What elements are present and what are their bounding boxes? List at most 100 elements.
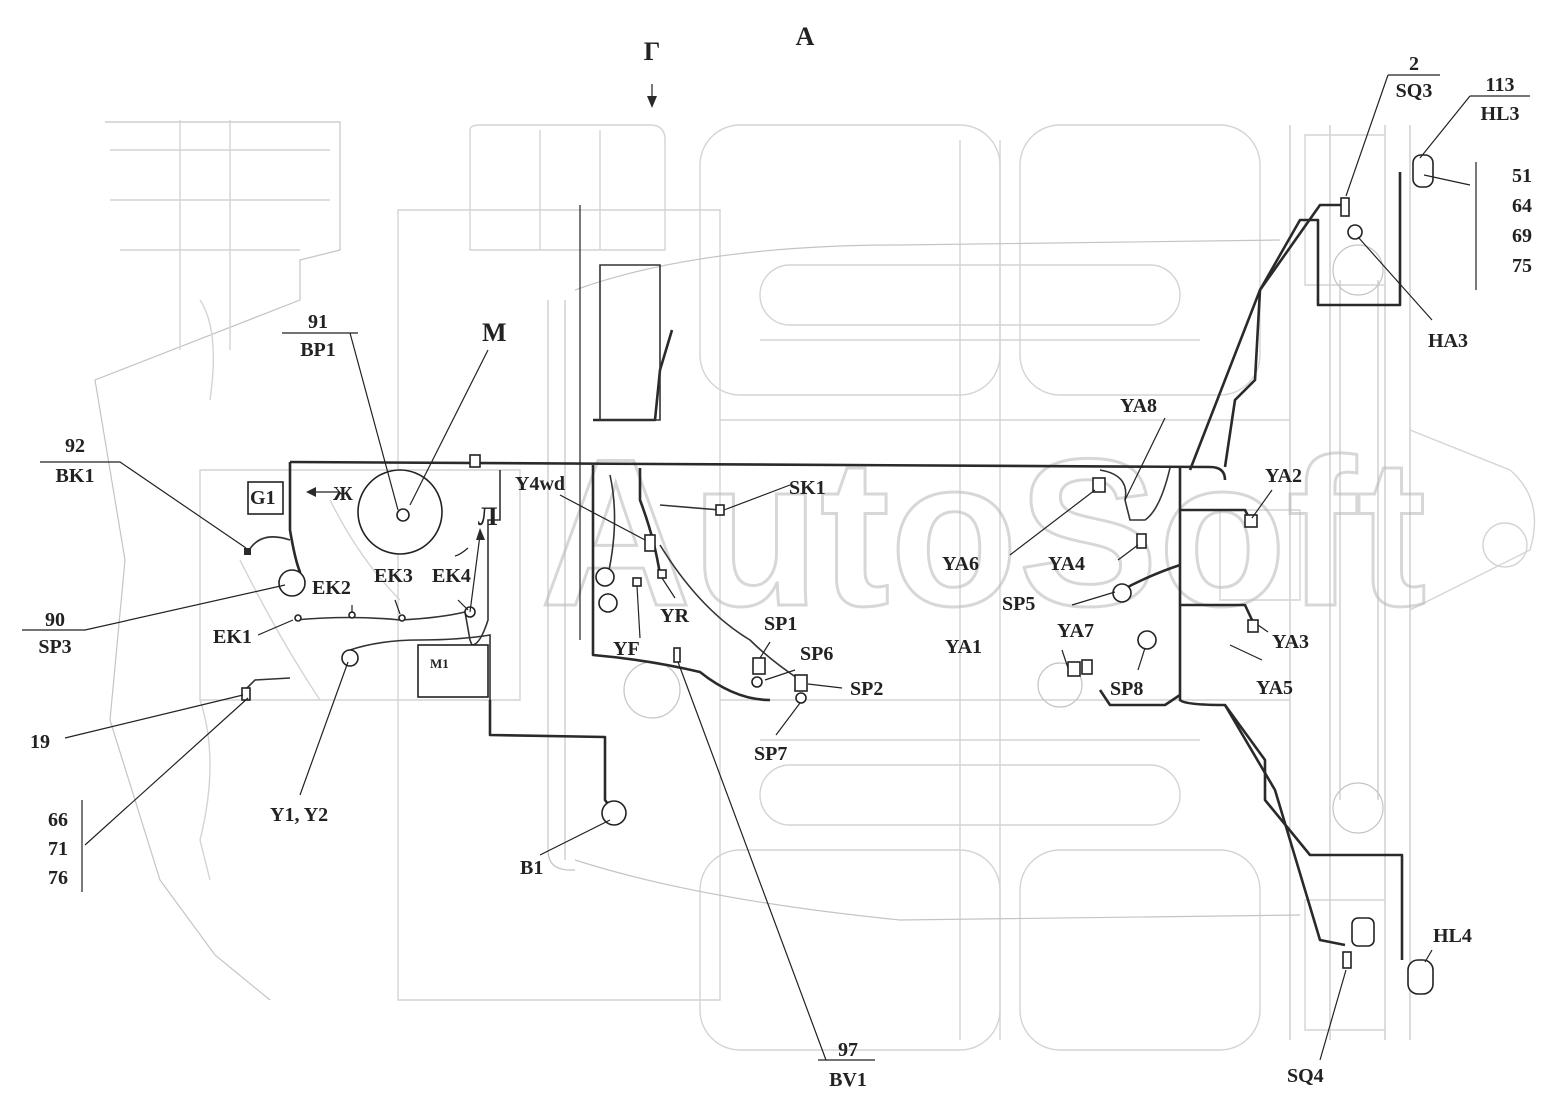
leader-sp8 — [1137, 647, 1146, 671]
label-bp1: BP1 — [300, 339, 336, 361]
ek1-heater-icon — [294, 614, 302, 622]
label-m1: M1 — [430, 656, 449, 671]
label-yf: YF — [613, 638, 640, 660]
label-19: 19 — [30, 731, 50, 753]
yr-valve-icon — [657, 569, 667, 579]
front-wheel-right — [1019, 849, 1261, 1051]
b1-sensor-icon — [601, 800, 627, 826]
label-bk1: BK1 — [56, 465, 95, 487]
wire-b1 — [488, 700, 616, 813]
label-m: М — [482, 318, 507, 347]
leader-sp6 — [764, 669, 796, 681]
rod-top — [574, 239, 1281, 291]
label-sp8: SP8 — [1110, 678, 1143, 700]
leader-sq4 — [1319, 969, 1347, 1061]
ya2-valve-icon — [1244, 514, 1258, 528]
leader-sq3 — [1345, 74, 1440, 197]
rear-wheel-left — [699, 124, 1001, 396]
engine-block — [199, 469, 521, 701]
valve-circle — [1037, 662, 1083, 708]
label-sq3-num: 2 — [1409, 53, 1419, 75]
label-ha3: HA3 — [1428, 330, 1468, 352]
leader-y1y2 — [299, 661, 349, 796]
leader-bk1 — [40, 461, 247, 549]
rod-bottom — [574, 859, 1301, 921]
spur-bk1-sensor — [247, 536, 291, 553]
label-hl3-ref-3: 75 — [1512, 255, 1532, 277]
label-b1: B1 — [520, 857, 543, 879]
main-bus — [289, 460, 1227, 481]
center-lines — [959, 140, 1001, 1040]
sprocket-bottom — [1332, 782, 1384, 834]
leader-66 — [84, 697, 249, 846]
leader-ya6 — [1009, 489, 1096, 556]
ya3-branch — [1180, 603, 1254, 621]
label-ek4: EK4 — [432, 565, 471, 587]
sk1-switch-icon — [715, 504, 725, 516]
rear-boxes — [1304, 134, 1386, 1031]
sq3-branch — [1188, 203, 1342, 471]
label-sq4: SQ4 — [1287, 1065, 1324, 1087]
label-ref-71: 71 — [48, 838, 68, 860]
right-harness-upper — [1223, 172, 1402, 468]
label-y1y2: Y1, Y2 — [270, 804, 328, 826]
label-hl4: HL4 — [1433, 925, 1472, 947]
arrow-zh-head — [306, 487, 316, 497]
label-ya5: YA5 — [1256, 677, 1293, 699]
sprocket-top — [1332, 244, 1384, 296]
ek3-heater-icon — [398, 614, 406, 622]
y1y2-valve-icon — [341, 649, 359, 667]
leader-ya3 — [1257, 624, 1269, 633]
view-marker-label: А — [796, 22, 815, 51]
left-body-outline — [94, 121, 341, 1001]
sq3-switch-icon — [1340, 197, 1350, 217]
label-ya2: YA2 — [1265, 465, 1302, 487]
sp2-sensor-icon — [794, 674, 808, 692]
leader-sk1 — [723, 484, 791, 511]
frame-rect — [397, 209, 721, 1001]
fuel-sensor-icon — [595, 567, 615, 587]
label-ya6: YA6 — [942, 553, 979, 575]
wire-sk1 — [659, 504, 721, 511]
leader-ek1 — [257, 619, 294, 636]
label-sp3-num: 90 — [45, 609, 65, 631]
right-harness-lower — [1178, 467, 1404, 960]
cross-members — [720, 339, 1290, 741]
ha3-horn-icon — [1347, 224, 1363, 240]
left-panel-lines — [110, 120, 330, 350]
ya1-valve-icon — [1067, 661, 1081, 677]
tractor-outline — [94, 120, 1536, 1051]
ya1-branch — [1098, 689, 1181, 707]
arrow-g-head — [647, 96, 657, 108]
right-valve-block — [1219, 509, 1301, 601]
ek-harness — [294, 470, 501, 646]
label-ya3: YA3 — [1272, 631, 1309, 653]
leader-sp7 — [775, 702, 801, 736]
wire-sp-group — [659, 544, 801, 681]
y1y2-harness — [349, 634, 491, 735]
m1-motor-box — [417, 644, 489, 698]
ya8-valve-icon — [1092, 477, 1106, 493]
label-bv1: BV1 — [829, 1069, 867, 1091]
label-sp7: SP7 — [754, 743, 787, 765]
radiator-ribs — [539, 130, 601, 250]
label-hl3-num: 113 — [1486, 74, 1515, 96]
hl4-lamp-icon — [1407, 959, 1434, 995]
label-ref-66: 66 — [48, 809, 68, 831]
fuel-sensor-2-icon — [598, 593, 618, 613]
leader-b1 — [539, 819, 611, 856]
sq4-branch — [1223, 704, 1346, 947]
leader-yf — [636, 585, 641, 639]
hood-column — [591, 465, 771, 702]
leader-ya5 — [1229, 644, 1263, 661]
engine-lines — [239, 499, 401, 701]
leader-19 — [64, 694, 244, 739]
spur-bk1 — [288, 462, 302, 587]
label-ek2: EK2 — [312, 577, 351, 599]
pump-circle — [623, 661, 681, 719]
label-l: Л — [478, 502, 497, 531]
label-g1: G1 — [250, 487, 276, 509]
leader-sp5 — [1071, 591, 1116, 606]
label-sp3: SP3 — [38, 636, 71, 658]
radiator-top — [469, 124, 666, 251]
